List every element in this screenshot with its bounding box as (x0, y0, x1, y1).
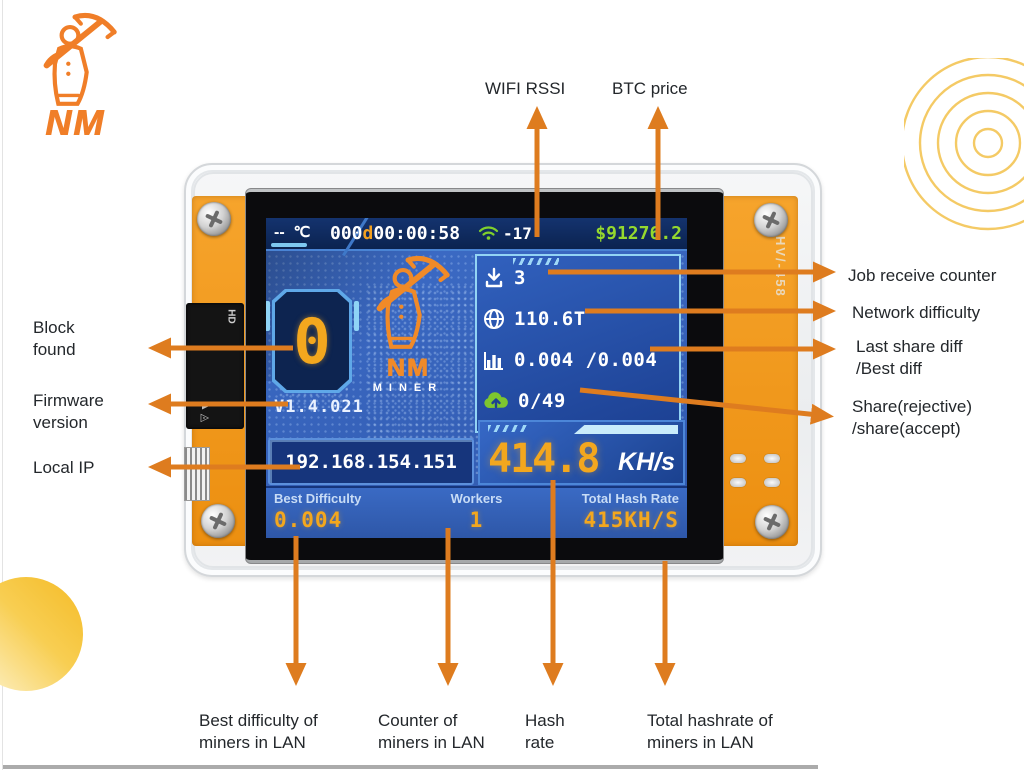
temperature-accent-bar (271, 243, 307, 247)
workers-column: Workers 1 (428, 491, 525, 538)
lcd-screen: -- ℃ 000d00:00:58 -17 $91276.2 (266, 218, 687, 538)
network-difficulty-row: 110.6T (477, 300, 679, 338)
hashrate-unit: KH/s (618, 448, 675, 476)
label-hash-rate: Hash rate (525, 711, 565, 752)
label-btc-price: BTC price (612, 79, 688, 98)
screen-nm-miner-logo: NM MINER (352, 255, 464, 394)
mining-stats-panel: 3 110.6T 0.004 /0.004 (475, 254, 681, 433)
local-ip-value: 192.168.154.151 (285, 450, 457, 473)
workers-value: 1 (469, 508, 484, 532)
jobs-row: 3 (477, 259, 679, 297)
btc-price-value: $91276.2 (595, 223, 682, 244)
screw-top-left (197, 202, 231, 236)
shares-row: 0/49 (477, 382, 679, 420)
job-receive-counter-value: 3 (514, 267, 526, 289)
temperature-readout: -- ℃ (274, 224, 311, 241)
total-hashrate-column: Total Hash Rate 415KH/S (525, 491, 679, 538)
pcb-silkscreen-text: HV/-458 (773, 236, 788, 298)
yellow-circle-decoration (0, 577, 83, 691)
best-difficulty-label: Best Difficulty (274, 491, 362, 506)
block-found-frame: 0 (266, 289, 359, 393)
page-bottom-border (3, 765, 818, 769)
display-flex-cable: HD ▲◬ (186, 303, 244, 429)
local-ip-box: 192.168.154.151 (268, 438, 474, 485)
best-difficulty-column: Best Difficulty 0.004 (274, 491, 428, 538)
label-block-found: Block found (33, 318, 76, 359)
brand-text: NM (45, 102, 105, 143)
label-local-ip: Local IP (33, 458, 95, 477)
screw-bottom-left (201, 504, 235, 538)
wifi-rssi-value: -17 (503, 224, 532, 243)
pcb-right-edge: HV/-458 (720, 196, 798, 546)
total-hashrate-value: 415KH/S (583, 508, 679, 532)
miner-figure-icon (27, 12, 123, 108)
label-best-difficulty-lan: Best difficulty of miners in LAN (199, 711, 318, 752)
network-difficulty-value: 110.6T (514, 308, 586, 330)
label-network-difficulty: Network difficulty (852, 303, 981, 322)
wifi-icon (478, 226, 499, 240)
miner-figure-icon (364, 255, 452, 351)
screw-bottom-right (755, 505, 789, 539)
nm-brand-logo: NM (14, 12, 136, 144)
touch-ribbon-connector (184, 447, 210, 501)
label-job-receive-counter: Job receive counter (848, 266, 997, 285)
label-last-best-diff: Last share diff /Best diff (856, 337, 963, 378)
hashrate-value: 414.8 (488, 436, 600, 482)
nm-miner-device: HV/-458 HD ▲◬ -- ℃ (184, 163, 822, 577)
bar-chart-icon (484, 352, 503, 370)
screen-logo-text: NM (386, 354, 430, 382)
status-bar: -- ℃ 000d00:00:58 -17 $91276.2 (266, 218, 687, 257)
label-wifi-rssi: WIFI RSSI (485, 79, 566, 98)
firmware-version-text: V1.4.021 (274, 397, 364, 417)
workers-label: Workers (450, 491, 503, 506)
share-diff-row: 0.004 /0.004 (477, 341, 679, 379)
label-shares: Share(rejective) /share(accept) (852, 397, 972, 438)
screw-top-right (754, 203, 788, 237)
best-difficulty-value: 0.004 (274, 508, 343, 532)
label-counter-lan: Counter of miners in LAN (378, 711, 485, 752)
flex-cable-label: HD (225, 309, 237, 324)
download-icon (485, 267, 503, 288)
total-hashrate-label: Total Hash Rate (581, 491, 679, 506)
hashrate-box: 414.8 KH/s (478, 420, 685, 485)
uptime-readout: 000d00:00:58 (330, 223, 461, 244)
lan-summary-bar: Best Difficulty 0.004 Workers 1 Total Ha… (266, 486, 687, 538)
globe-icon (484, 309, 504, 329)
label-total-hashrate-lan: Total hashrate of miners in LAN (647, 711, 773, 752)
cloud-upload-icon (484, 392, 508, 409)
label-firmware-version: Firmware version (33, 391, 104, 432)
block-found-counter: 0 (293, 304, 331, 378)
concentric-circles-decoration (904, 58, 1024, 231)
shares-value: 0/49 (518, 390, 566, 412)
page-left-border (2, 0, 3, 770)
screen-logo-subtext: MINER (372, 382, 444, 394)
certification-marks: ▲◬ (199, 400, 212, 425)
last-best-diff-value: 0.004 /0.004 (514, 349, 658, 371)
